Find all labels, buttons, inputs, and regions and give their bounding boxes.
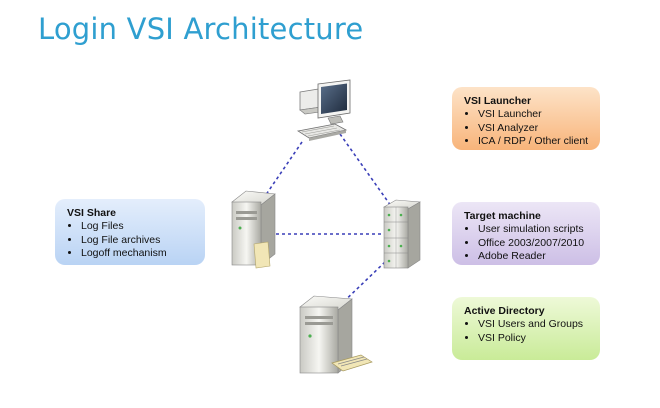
connector-client-target: [339, 133, 392, 207]
desktop-computer-icon: [296, 79, 351, 141]
active-directory-box: Active Directory VSI Users and Groups VS…: [452, 297, 600, 360]
ad-item: VSI Users and Groups: [478, 318, 590, 332]
launcher-box: VSI Launcher VSI Launcher VSI Analyzer I…: [452, 87, 600, 150]
launcher-heading: VSI Launcher: [464, 95, 532, 107]
target-item: Adobe Reader: [478, 250, 590, 264]
launcher-item: VSI Analyzer: [478, 122, 590, 136]
ad-list: VSI Users and Groups VSI Policy: [464, 318, 590, 345]
share-item: Log File archives: [81, 234, 195, 248]
target-item: Office 2003/2007/2010: [478, 237, 590, 251]
ad-item: VSI Policy: [478, 332, 590, 346]
launcher-item: ICA / RDP / Other client: [478, 135, 590, 149]
server-rack-icon: [383, 199, 421, 269]
directory-server-icon: [299, 295, 373, 374]
share-item: Log Files: [81, 220, 195, 234]
share-heading: VSI Share: [67, 207, 117, 219]
target-machine-box: Target machine User simulation scripts O…: [452, 202, 600, 265]
file-server-icon: [231, 190, 276, 269]
connector-client-share: [260, 141, 303, 203]
target-item: User simulation scripts: [478, 223, 590, 237]
vsi-share-box: VSI Share Log Files Log File archives Lo…: [55, 199, 205, 265]
target-heading: Target machine: [464, 210, 541, 222]
target-list: User simulation scripts Office 2003/2007…: [464, 223, 590, 264]
page-title: Login VSI Architecture: [38, 12, 364, 46]
launcher-item: VSI Launcher: [478, 108, 590, 122]
ad-heading: Active Directory: [464, 305, 545, 317]
connectors: [260, 133, 392, 312]
launcher-list: VSI Launcher VSI Analyzer ICA / RDP / Ot…: [464, 108, 590, 149]
share-list: Log Files Log File archives Logoff mecha…: [67, 220, 195, 261]
share-item: Logoff mechanism: [81, 247, 195, 261]
